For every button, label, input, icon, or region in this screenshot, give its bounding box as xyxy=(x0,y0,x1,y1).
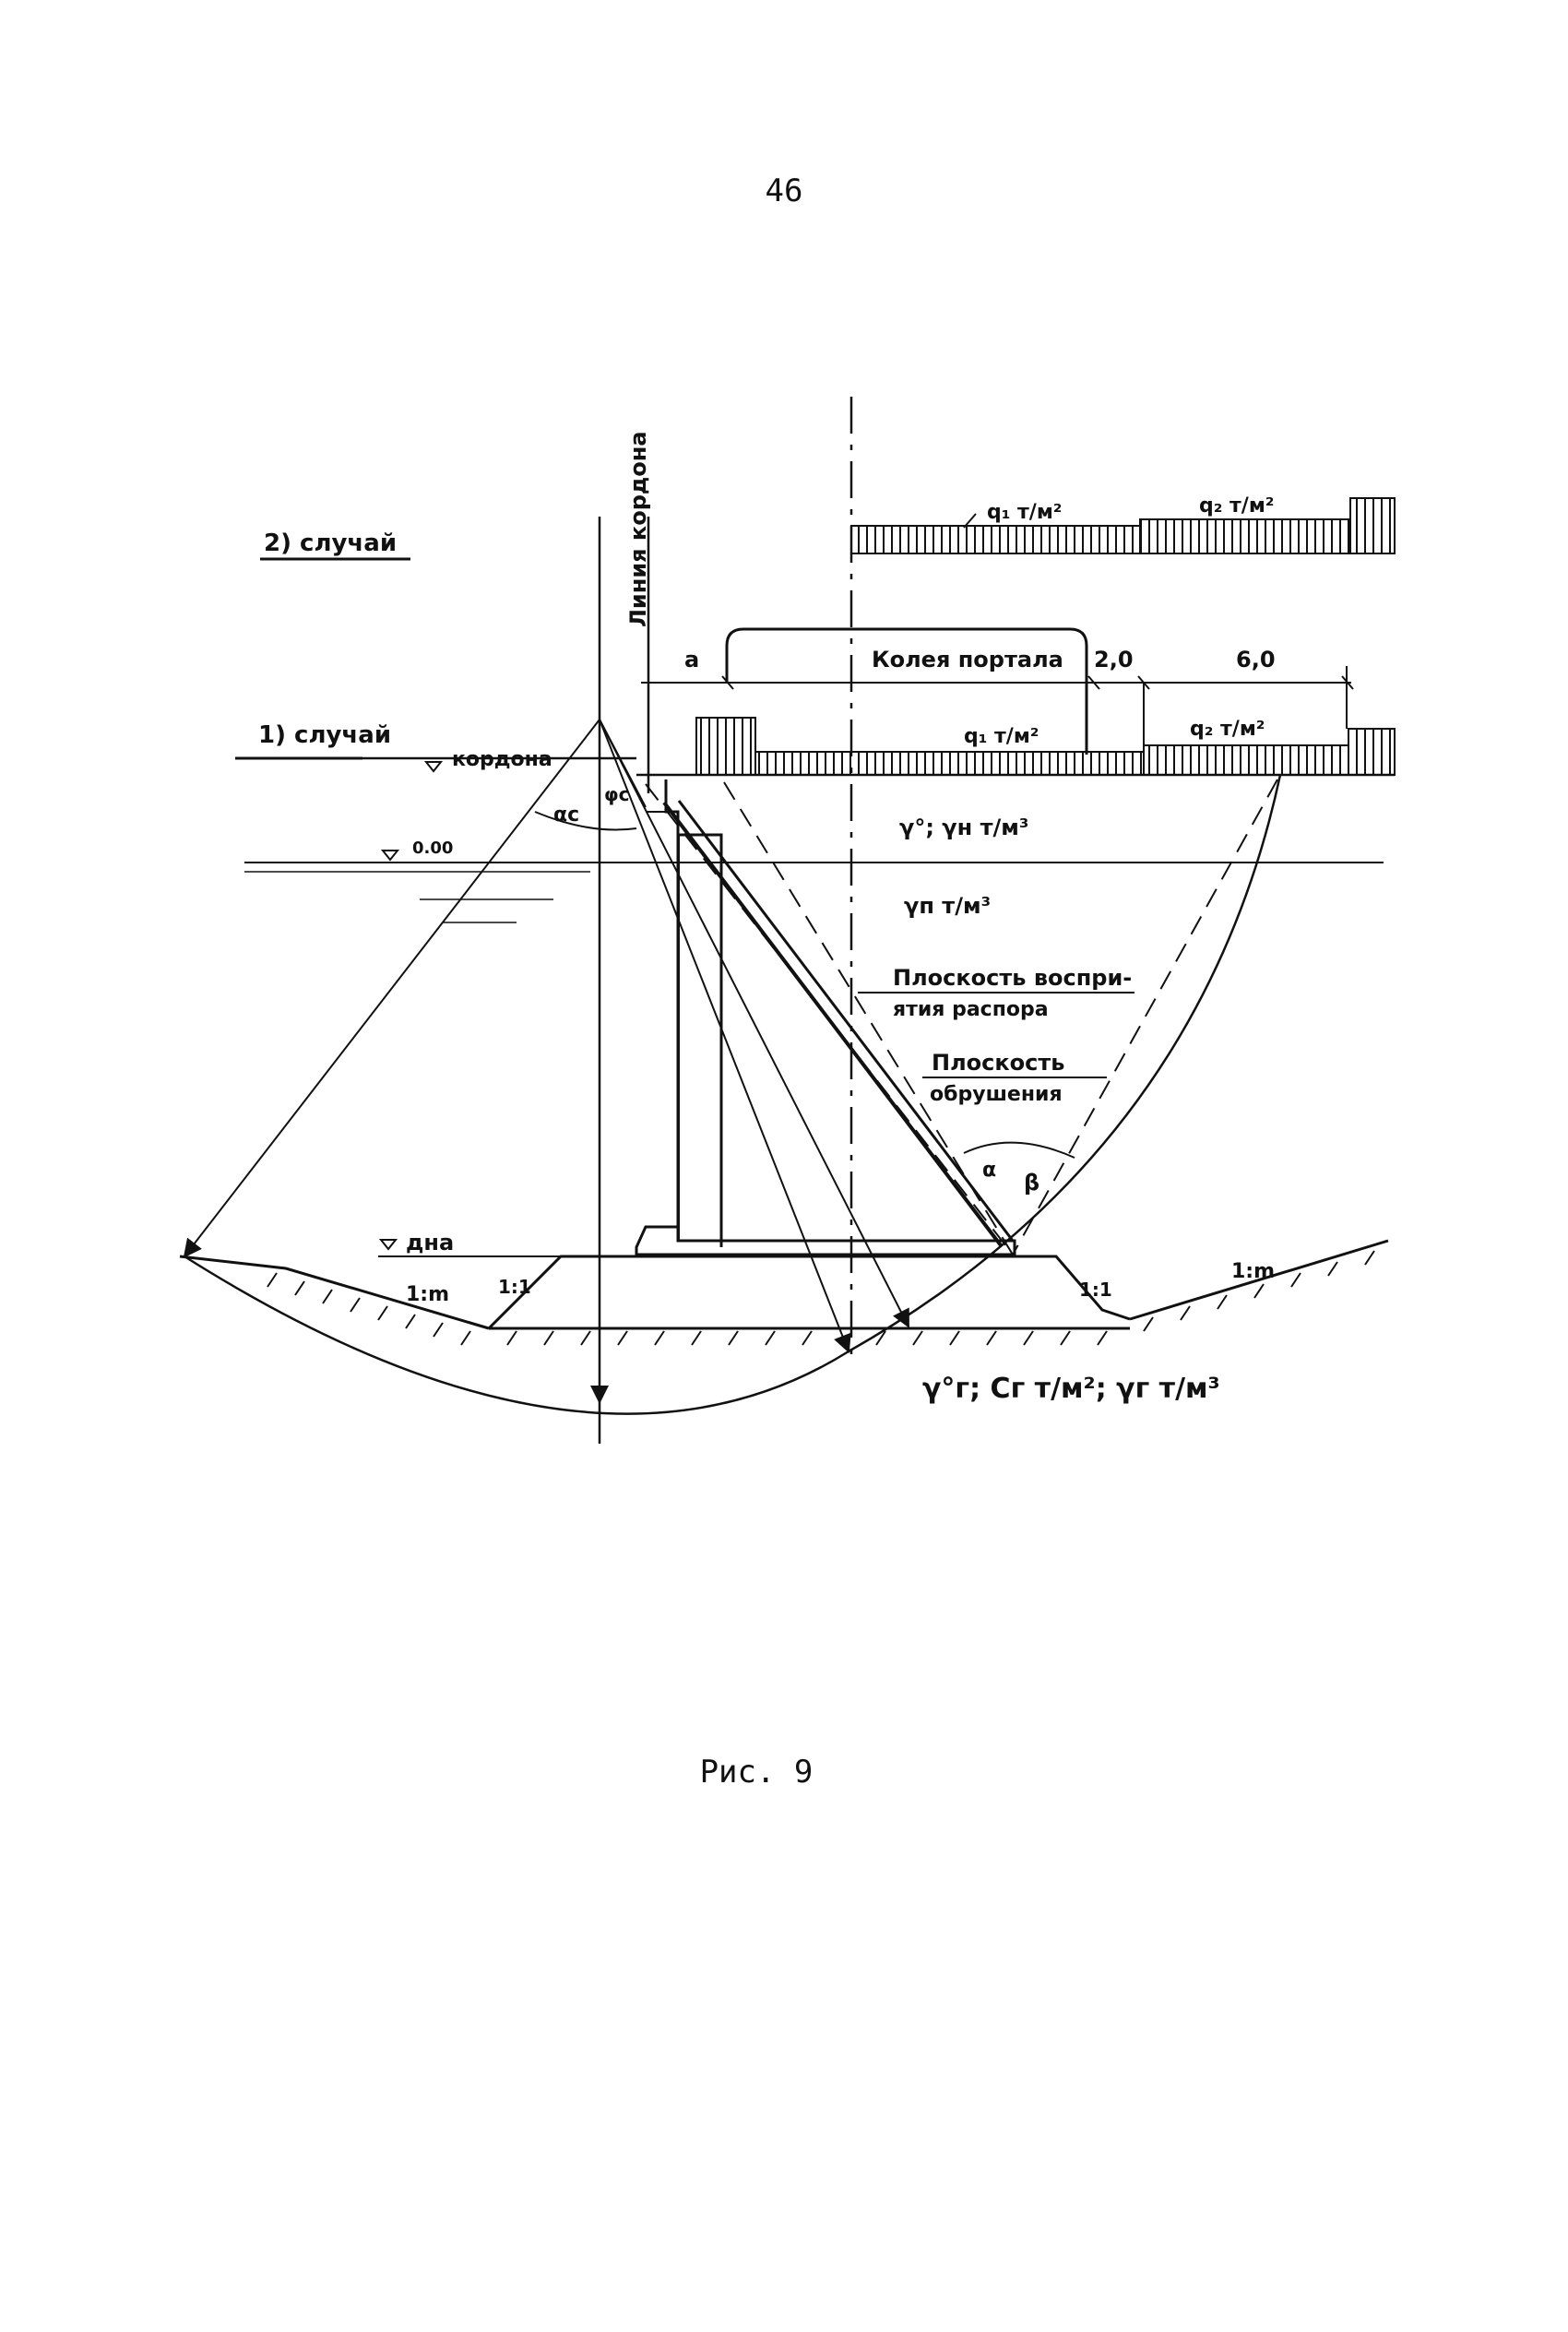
radius-line-right xyxy=(599,719,909,1328)
slope-right-1m-label: 1:m xyxy=(1231,1260,1275,1283)
radius-line-left xyxy=(183,719,600,1258)
collapse-plane-label-1: Плоскость xyxy=(932,1050,1064,1076)
thrust-plane-label-1: Плоскость воспри- xyxy=(893,965,1132,991)
thrust-plane-label-2: ятия распора xyxy=(893,998,1049,1021)
collapse-plane-label-2: обрушения xyxy=(930,1083,1063,1106)
gamma-backfill-label: γ°; γн т/м³ xyxy=(899,815,1028,840)
gamma-submerged-label: γп т/м³ xyxy=(904,893,991,919)
slope-left-11-label: 1:1 xyxy=(498,1276,531,1298)
bottom-level-label: дна xyxy=(406,1230,454,1255)
portal-track-label: Колея портала xyxy=(872,647,1063,672)
angle-alpha-label: α xyxy=(982,1159,996,1182)
dim-2-label: 2,0 xyxy=(1094,647,1134,672)
q2-lower-label: q₂ т/м² xyxy=(1190,718,1265,741)
thrust-plane-dashed xyxy=(1012,779,1278,1255)
rubble-mound xyxy=(179,1239,1389,1330)
cordon-line-label: Линия кордона xyxy=(625,431,651,627)
radius-line-lower xyxy=(599,719,851,1353)
q1-upper-label: q₁ т/м² xyxy=(987,501,1062,524)
ground-hatching xyxy=(267,1250,1375,1346)
water-level-label: 0.00 xyxy=(412,839,453,858)
portal-track-frame xyxy=(725,627,1088,755)
bottom-level-marker-icon xyxy=(378,1239,398,1251)
page-number: 46 xyxy=(766,173,803,209)
collapse-plane-dashed xyxy=(645,783,1014,1255)
case-2-load-strip xyxy=(850,497,1396,554)
cordon-level-label: кордона xyxy=(452,748,552,771)
dim-a-label: a xyxy=(684,647,699,672)
angle-alpha-c-label: αс xyxy=(553,803,579,827)
dim-6-label: 6,0 xyxy=(1236,647,1276,672)
slope-right-11-label: 1:1 xyxy=(1079,1279,1112,1301)
retaining-wall xyxy=(635,779,1016,1256)
water-level-marker-icon xyxy=(380,850,400,862)
figure-caption: Рис. 9 xyxy=(700,1754,814,1791)
slope-left-1m-label: 1:m xyxy=(406,1283,449,1306)
q2-upper-label: q₂ т/м² xyxy=(1199,494,1274,518)
case-1-load-strip xyxy=(695,717,1396,776)
soil-params-label: γ°г; Cг т/м²; γг т/м³ xyxy=(922,1373,1220,1405)
angle-beta-label: β xyxy=(1024,1170,1039,1196)
angle-alpha-c-arc xyxy=(534,811,637,831)
angle-beta-arc xyxy=(963,1141,1075,1159)
angle-phi-c-label: φс xyxy=(604,783,630,805)
case-2-label: 2) случай xyxy=(264,529,397,557)
q1-upper-leader xyxy=(963,513,977,529)
q1-lower-label: q₁ т/м² xyxy=(964,725,1039,748)
cordon-level-marker-icon xyxy=(423,761,444,773)
case-1-label: 1) случай xyxy=(258,721,391,749)
